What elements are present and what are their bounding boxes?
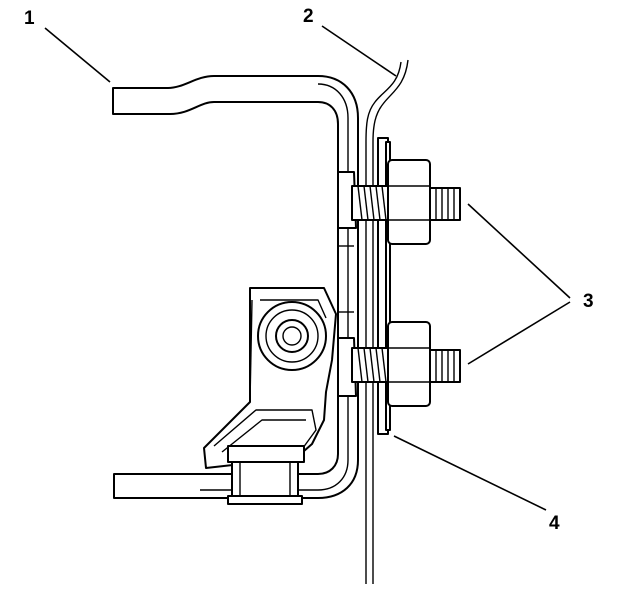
bottom-fastener	[227, 445, 305, 505]
main-bracket	[112, 75, 359, 499]
callout-4: 4	[549, 513, 560, 534]
inner-bracket	[203, 287, 337, 469]
mounting-plate	[377, 137, 391, 435]
lower-bolt	[351, 321, 461, 407]
upper-bolt	[351, 159, 461, 245]
callout-3: 3	[583, 291, 594, 312]
callout-2: 2	[303, 6, 314, 27]
callout-1: 1	[24, 8, 35, 29]
wire-harness	[365, 59, 409, 584]
leader-lines	[44, 25, 571, 511]
